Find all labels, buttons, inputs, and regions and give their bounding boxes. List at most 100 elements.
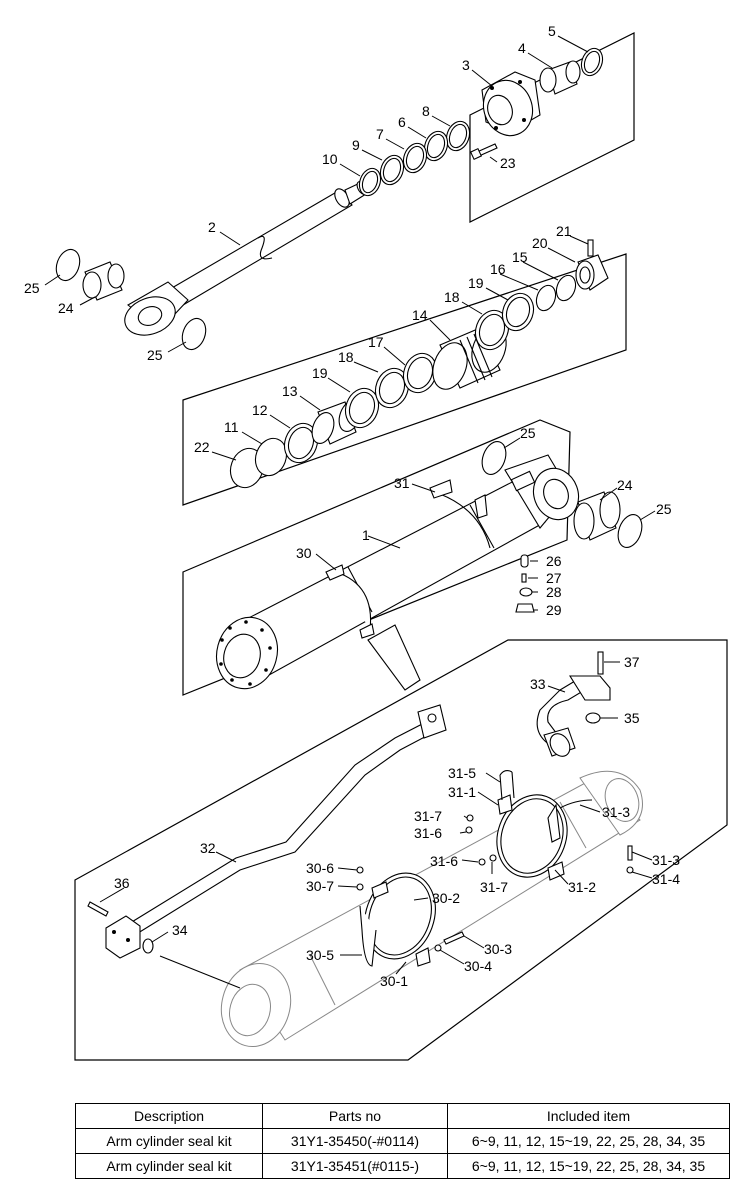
leader-lines	[44, 35, 656, 989]
table-row: Arm cylinder seal kit 31Y1-35450(-#0114)…	[75, 1128, 730, 1154]
callout-31-5: 31-5	[448, 765, 476, 781]
callout-3: 3	[462, 57, 470, 73]
callout-30-1: 30-1	[380, 973, 408, 989]
callout-30-2: 30-2	[432, 890, 460, 906]
callout-30-3: 30-3	[484, 941, 512, 957]
callout-20: 20	[532, 235, 548, 251]
callout-34: 34	[172, 922, 188, 938]
clamp-31	[429, 479, 491, 549]
snap-ring-5	[580, 47, 604, 77]
callout-28: 28	[546, 584, 562, 600]
callout-16: 16	[490, 261, 506, 277]
callout-17: 17	[368, 334, 384, 350]
callout-31-4: 31-4	[652, 871, 680, 887]
callout-30-4: 30-4	[464, 958, 492, 974]
o-ring-34	[142, 938, 154, 954]
callout-31-1: 31-1	[448, 784, 476, 800]
bushing-24-rod	[82, 261, 125, 301]
callout-5: 5	[548, 23, 556, 39]
callout-32: 32	[200, 840, 216, 856]
bolt-37	[597, 651, 604, 675]
callout-33: 33	[530, 676, 546, 692]
header-included-item: Included item	[447, 1103, 730, 1129]
nut-20	[575, 254, 609, 291]
callout-4: 4	[518, 40, 526, 56]
callout-31-7a: 31-7	[414, 808, 442, 824]
header-description: Description	[75, 1103, 263, 1129]
callout-37: 37	[624, 654, 640, 670]
pipe-32	[121, 704, 447, 939]
panel-piston-frame	[182, 253, 627, 506]
callout-1: 1	[362, 527, 370, 543]
seal-rings-6-10	[358, 120, 471, 197]
pipe-33	[536, 675, 611, 757]
table-row: Arm cylinder seal kit 31Y1-35451(#0115-)…	[75, 1153, 730, 1179]
callout-6: 6	[398, 114, 406, 130]
callout-24a: 24	[58, 300, 74, 316]
header-parts-no: Parts no	[262, 1103, 448, 1129]
clamp-30-gray	[356, 866, 465, 967]
callout-8: 8	[422, 103, 430, 119]
callout-22: 22	[194, 439, 210, 455]
o-ring-35	[585, 712, 601, 724]
callout-30: 30	[296, 545, 312, 561]
callout-12: 12	[252, 402, 268, 418]
dust-seal-25-rod-b	[181, 317, 207, 351]
rod-assembly	[124, 181, 368, 336]
callout-30-7: 30-7	[306, 878, 334, 894]
cell-included-item: 6~9, 11, 12, 15~19, 22, 25, 28, 34, 35	[447, 1153, 730, 1179]
callout-24b: 24	[617, 477, 633, 493]
dust-seal-25-rod-a	[55, 248, 81, 282]
bushing-24-tube	[573, 491, 621, 541]
flange-36	[87, 901, 141, 959]
callout-14: 14	[412, 307, 428, 323]
cell-included-item: 6~9, 11, 12, 15~19, 22, 25, 28, 34, 35	[447, 1128, 730, 1154]
callout-31-6b: 31-6	[430, 853, 458, 869]
callout-25b: 25	[147, 347, 163, 363]
callout-29: 29	[546, 602, 562, 618]
callout-21: 21	[556, 223, 572, 239]
callout-31-6a: 31-6	[414, 825, 442, 841]
callout-30-6: 30-6	[306, 860, 334, 876]
callout-18b: 18	[444, 289, 460, 305]
fittings-26-29	[515, 554, 535, 613]
callout-19a: 19	[312, 365, 328, 381]
callout-27: 27	[546, 570, 562, 586]
dust-seal-25-tube-a	[481, 441, 507, 475]
callout-36: 36	[114, 875, 130, 891]
callout-2: 2	[208, 219, 216, 235]
callout-31-2: 31-2	[568, 879, 596, 895]
callout-23: 23	[500, 155, 516, 171]
callout-25a: 25	[24, 280, 40, 296]
callout-7: 7	[376, 126, 384, 142]
cell-parts-no: 31Y1-35451(#0115-)	[262, 1153, 448, 1179]
cell-description: Arm cylinder seal kit	[75, 1153, 263, 1179]
clamp-31-gray	[465, 769, 634, 881]
callout-31-3a: 31-3	[602, 804, 630, 820]
piston-rings-15-19	[474, 274, 577, 351]
callout-35: 35	[624, 710, 640, 726]
seal-kit-table: Description Parts no Included item Arm c…	[75, 1103, 730, 1179]
callout-9: 9	[352, 137, 360, 153]
panel-pipe-frame	[74, 639, 728, 1061]
callout-10: 10	[322, 151, 338, 167]
dust-seal-25-tube-b	[617, 514, 643, 548]
exploded-parts-diagram: 1 2 3 4 5 6 7 8 9 10 11 12 13 14 15 16 1…	[24, 23, 728, 1061]
rod-cover	[481, 71, 541, 137]
callout-25c: 25	[520, 425, 536, 441]
callout-13: 13	[282, 383, 298, 399]
callout-31-7b: 31-7	[480, 879, 508, 895]
callout-18a: 18	[338, 349, 354, 365]
tube-assembly-1	[216, 454, 580, 691]
callout-15: 15	[512, 249, 528, 265]
table-header-row: Description Parts no Included item	[75, 1103, 730, 1129]
piston-seal-rings	[229, 352, 438, 489]
callout-30-5: 30-5	[306, 947, 334, 963]
callout-11: 11	[224, 419, 239, 435]
bushing-4	[539, 60, 581, 95]
bolt-23	[469, 143, 498, 161]
callout-31-3b: 31-3	[652, 852, 680, 868]
callout-31: 31	[394, 475, 410, 491]
clamp-30	[325, 564, 375, 639]
cell-description: Arm cylinder seal kit	[75, 1128, 263, 1154]
